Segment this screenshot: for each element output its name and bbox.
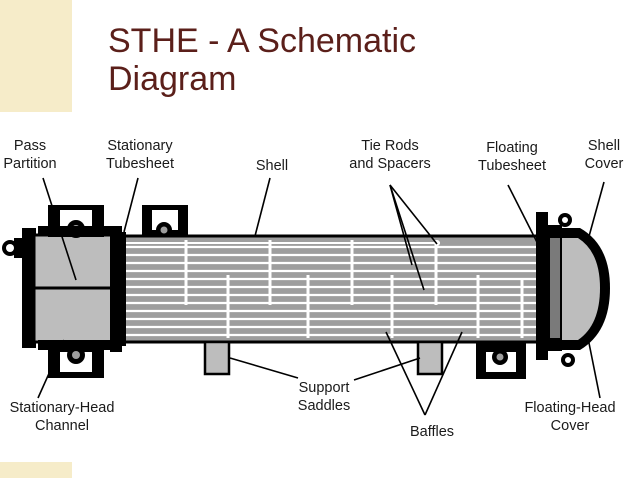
baffle-plates (184, 240, 524, 338)
slide-title: STHE - A Schematic Diagram (108, 22, 416, 98)
shell-inlet-nozzle (142, 205, 188, 238)
label-pass-partition: Pass Partition (3, 138, 56, 172)
svg-text:Stationary-Head: Stationary-Head (10, 400, 115, 416)
svg-text:and Spacers: and Spacers (349, 156, 430, 172)
label-floating-head-cover: Floating-Head Cover (524, 400, 615, 434)
channel-bottom-nozzle (38, 340, 110, 378)
shell-body (116, 234, 544, 344)
label-floating-tubesheet: Floating Tubesheet (478, 140, 546, 174)
slide-title-line1: STHE - A Schematic (108, 22, 416, 60)
svg-text:Cover: Cover (585, 156, 624, 172)
svg-text:Shell: Shell (256, 158, 288, 174)
svg-text:Stationary: Stationary (107, 138, 173, 154)
svg-text:Partition: Partition (3, 156, 56, 172)
tube-bundle (122, 245, 566, 337)
stationary-head-channel-shape (22, 226, 122, 352)
stationary-tubesheet-shape (118, 232, 126, 346)
svg-text:Shell: Shell (588, 138, 620, 154)
label-shell: Shell (256, 158, 288, 174)
label-shell-cover: Shell Cover (585, 138, 624, 172)
shell-outlet-nozzle (476, 343, 526, 379)
channel-top-nozzle (38, 205, 110, 238)
support-saddle-right (416, 340, 444, 376)
svg-text:Pass: Pass (14, 138, 46, 154)
label-stationary-tubesheet: Stationary Tubesheet (106, 138, 174, 172)
leader-lines (37, 177, 605, 416)
svg-text:Tubesheet: Tubesheet (106, 156, 174, 172)
svg-text:Cover: Cover (551, 418, 590, 434)
svg-text:Channel: Channel (35, 418, 89, 434)
label-stationary-head-channel: Stationary-Head Channel (10, 400, 115, 434)
svg-text:Floating: Floating (486, 140, 538, 156)
svg-text:Saddles: Saddles (298, 398, 350, 414)
svg-text:Support: Support (299, 380, 350, 396)
svg-text:Tubesheet: Tubesheet (478, 158, 546, 174)
support-saddle-left (203, 340, 231, 376)
svg-text:Floating-Head: Floating-Head (524, 400, 615, 416)
floating-head-assembly (536, 212, 610, 367)
slide-title-line2: Diagram (108, 60, 237, 98)
label-tie-rods-and-spacers: Tie Rods and Spacers (349, 138, 430, 172)
svg-text:Baffles: Baffles (410, 424, 454, 440)
svg-text:Tie Rods: Tie Rods (361, 138, 418, 154)
label-support-saddles: Support Saddles (298, 380, 350, 414)
label-baffles: Baffles (410, 424, 454, 440)
